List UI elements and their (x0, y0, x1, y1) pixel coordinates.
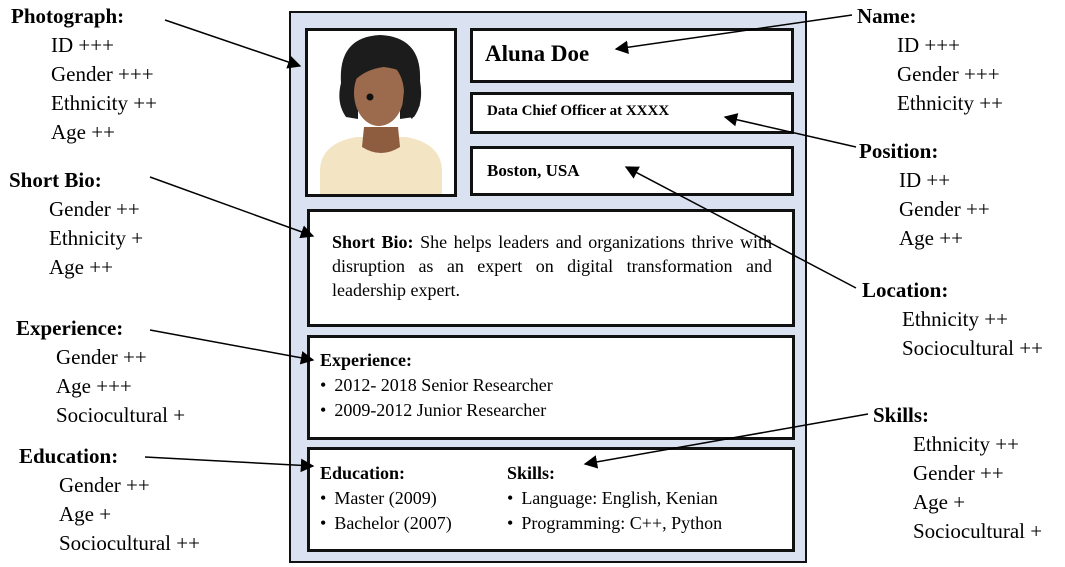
annotation-item: Sociocultural + (56, 403, 186, 427)
annotation-item: Gender ++ (913, 461, 1004, 485)
annotation-item: Age + (59, 502, 112, 526)
arrow-experience (149, 329, 315, 365)
list-item: Language: English, Kenian (507, 486, 722, 511)
arrow-skills (583, 413, 869, 469)
annotation-skills-title: Skills: (873, 403, 930, 427)
experience-section: Experience: 2012- 2018 Senior Researcher… (307, 335, 795, 440)
name-field: Aluna Doe (470, 28, 794, 83)
annotation-item: Ethnicity ++ (897, 91, 1003, 115)
arrow-education (144, 456, 315, 473)
annotation-experience: Experience: Gender ++ Age +++ Sociocultu… (16, 314, 185, 430)
annotation-item: ID ++ (899, 168, 951, 192)
annotation-item: Gender ++ (49, 197, 140, 221)
short-bio-label: Short Bio: (332, 232, 414, 252)
annotation-position: Position: ID ++ Gender ++ Age ++ (859, 137, 990, 253)
annotation-skills: Skills: Ethnicity ++ Gender ++ Age + Soc… (873, 401, 1042, 546)
annotation-item: Sociocultural + (913, 519, 1043, 543)
annotation-item: Sociocultural ++ (902, 336, 1043, 360)
annotation-item: Gender ++ (899, 197, 990, 221)
annotation-item: Ethnicity ++ (902, 307, 1008, 331)
annotation-item: Age ++ (51, 120, 115, 144)
annotation-photograph-title: Photograph: (11, 4, 125, 28)
short-bio-section: Short Bio: She helps leaders and organiz… (307, 209, 795, 327)
short-bio-text: She helps leaders and organizations thri… (332, 232, 773, 300)
list-item: Programming: C++, Python (507, 511, 722, 536)
short-bio-paragraph: Short Bio: She helps leaders and organiz… (332, 230, 772, 302)
arrow-name (614, 14, 853, 54)
annotation-item: ID +++ (897, 33, 960, 57)
annotation-item: Gender ++ (56, 345, 147, 369)
annotation-item: Ethnicity + (49, 226, 144, 250)
photo-frame (305, 28, 457, 197)
arrow-location (624, 166, 857, 289)
arrow-short-bio (149, 176, 315, 239)
skills-title: Skills: (507, 463, 556, 483)
person-position: Data Chief Officer at XXXX (487, 103, 670, 119)
arrow-photograph (164, 19, 302, 69)
woman-avatar-icon (320, 35, 442, 194)
experience-title: Experience: (320, 350, 412, 370)
list-item: Master (2009) (320, 486, 452, 511)
person-name: Aluna Doe (485, 41, 590, 66)
annotation-location: Location: Ethnicity ++ Sociocultural ++ (862, 276, 1043, 363)
list-item: Bachelor (2007) (320, 511, 451, 536)
education-title: Education: (320, 463, 406, 483)
annotation-item: Age +++ (56, 374, 132, 398)
annotation-position-title: Position: (859, 139, 939, 163)
annotation-item: Ethnicity ++ (913, 432, 1019, 456)
annotation-item: Gender +++ (897, 62, 1000, 86)
annotation-short-bio: Short Bio: Gender ++ Ethnicity + Age ++ (9, 166, 143, 282)
person-location: Boston, USA (487, 161, 580, 180)
annotation-education: Education: Gender ++ Age + Sociocultural… (19, 442, 200, 558)
arrow-position (723, 113, 857, 148)
annotation-experience-title: Experience: (16, 316, 124, 340)
position-field: Data Chief Officer at XXXX (470, 92, 794, 134)
list-item: 2009-2012 Junior Researcher (320, 398, 553, 423)
annotation-location-title: Location: (862, 278, 949, 302)
annotation-item: Age + (913, 490, 966, 514)
annotation-education-title: Education: (19, 444, 119, 468)
education-skills-section: Education: Master (2009) Bachelor (2007)… (307, 447, 795, 552)
annotation-photograph: Photograph: ID +++ Gender +++ Ethnicity … (11, 2, 157, 147)
annotation-item: Ethnicity ++ (51, 91, 157, 115)
annotation-item: Sociocultural ++ (59, 531, 200, 555)
annotation-item: Age ++ (899, 226, 963, 250)
annotation-item: ID +++ (51, 33, 114, 57)
list-item: 2012- 2018 Senior Researcher (320, 373, 552, 398)
annotation-item: Gender ++ (59, 473, 150, 497)
annotation-item: Age ++ (49, 255, 113, 279)
annotation-name: Name: ID +++ Gender +++ Ethnicity ++ (857, 2, 1003, 118)
annotation-short-bio-title: Short Bio: (9, 168, 102, 192)
annotation-name-title: Name: (857, 4, 917, 28)
annotation-item: Gender +++ (51, 62, 154, 86)
